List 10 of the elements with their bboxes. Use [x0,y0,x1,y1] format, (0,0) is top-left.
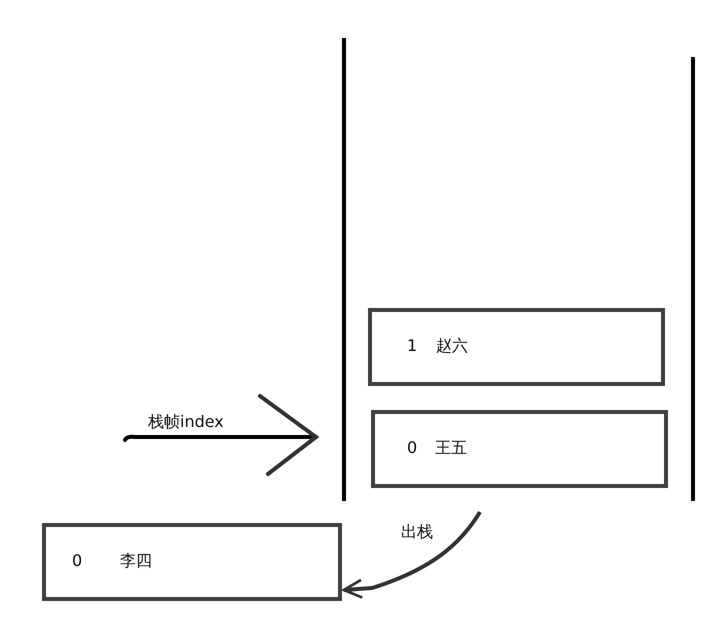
index-number: 0 [407,438,418,457]
name-text: 赵六 [436,336,468,357]
name-text: 李四 [120,551,152,572]
index-number: 1 [407,336,418,355]
stack-frame-box [368,308,665,386]
stack-frame-box [371,410,668,488]
stack-frame-box [42,523,342,601]
index-number: 0 [72,551,82,570]
name-text: 王五 [435,438,467,459]
curved-arrow [342,510,482,599]
